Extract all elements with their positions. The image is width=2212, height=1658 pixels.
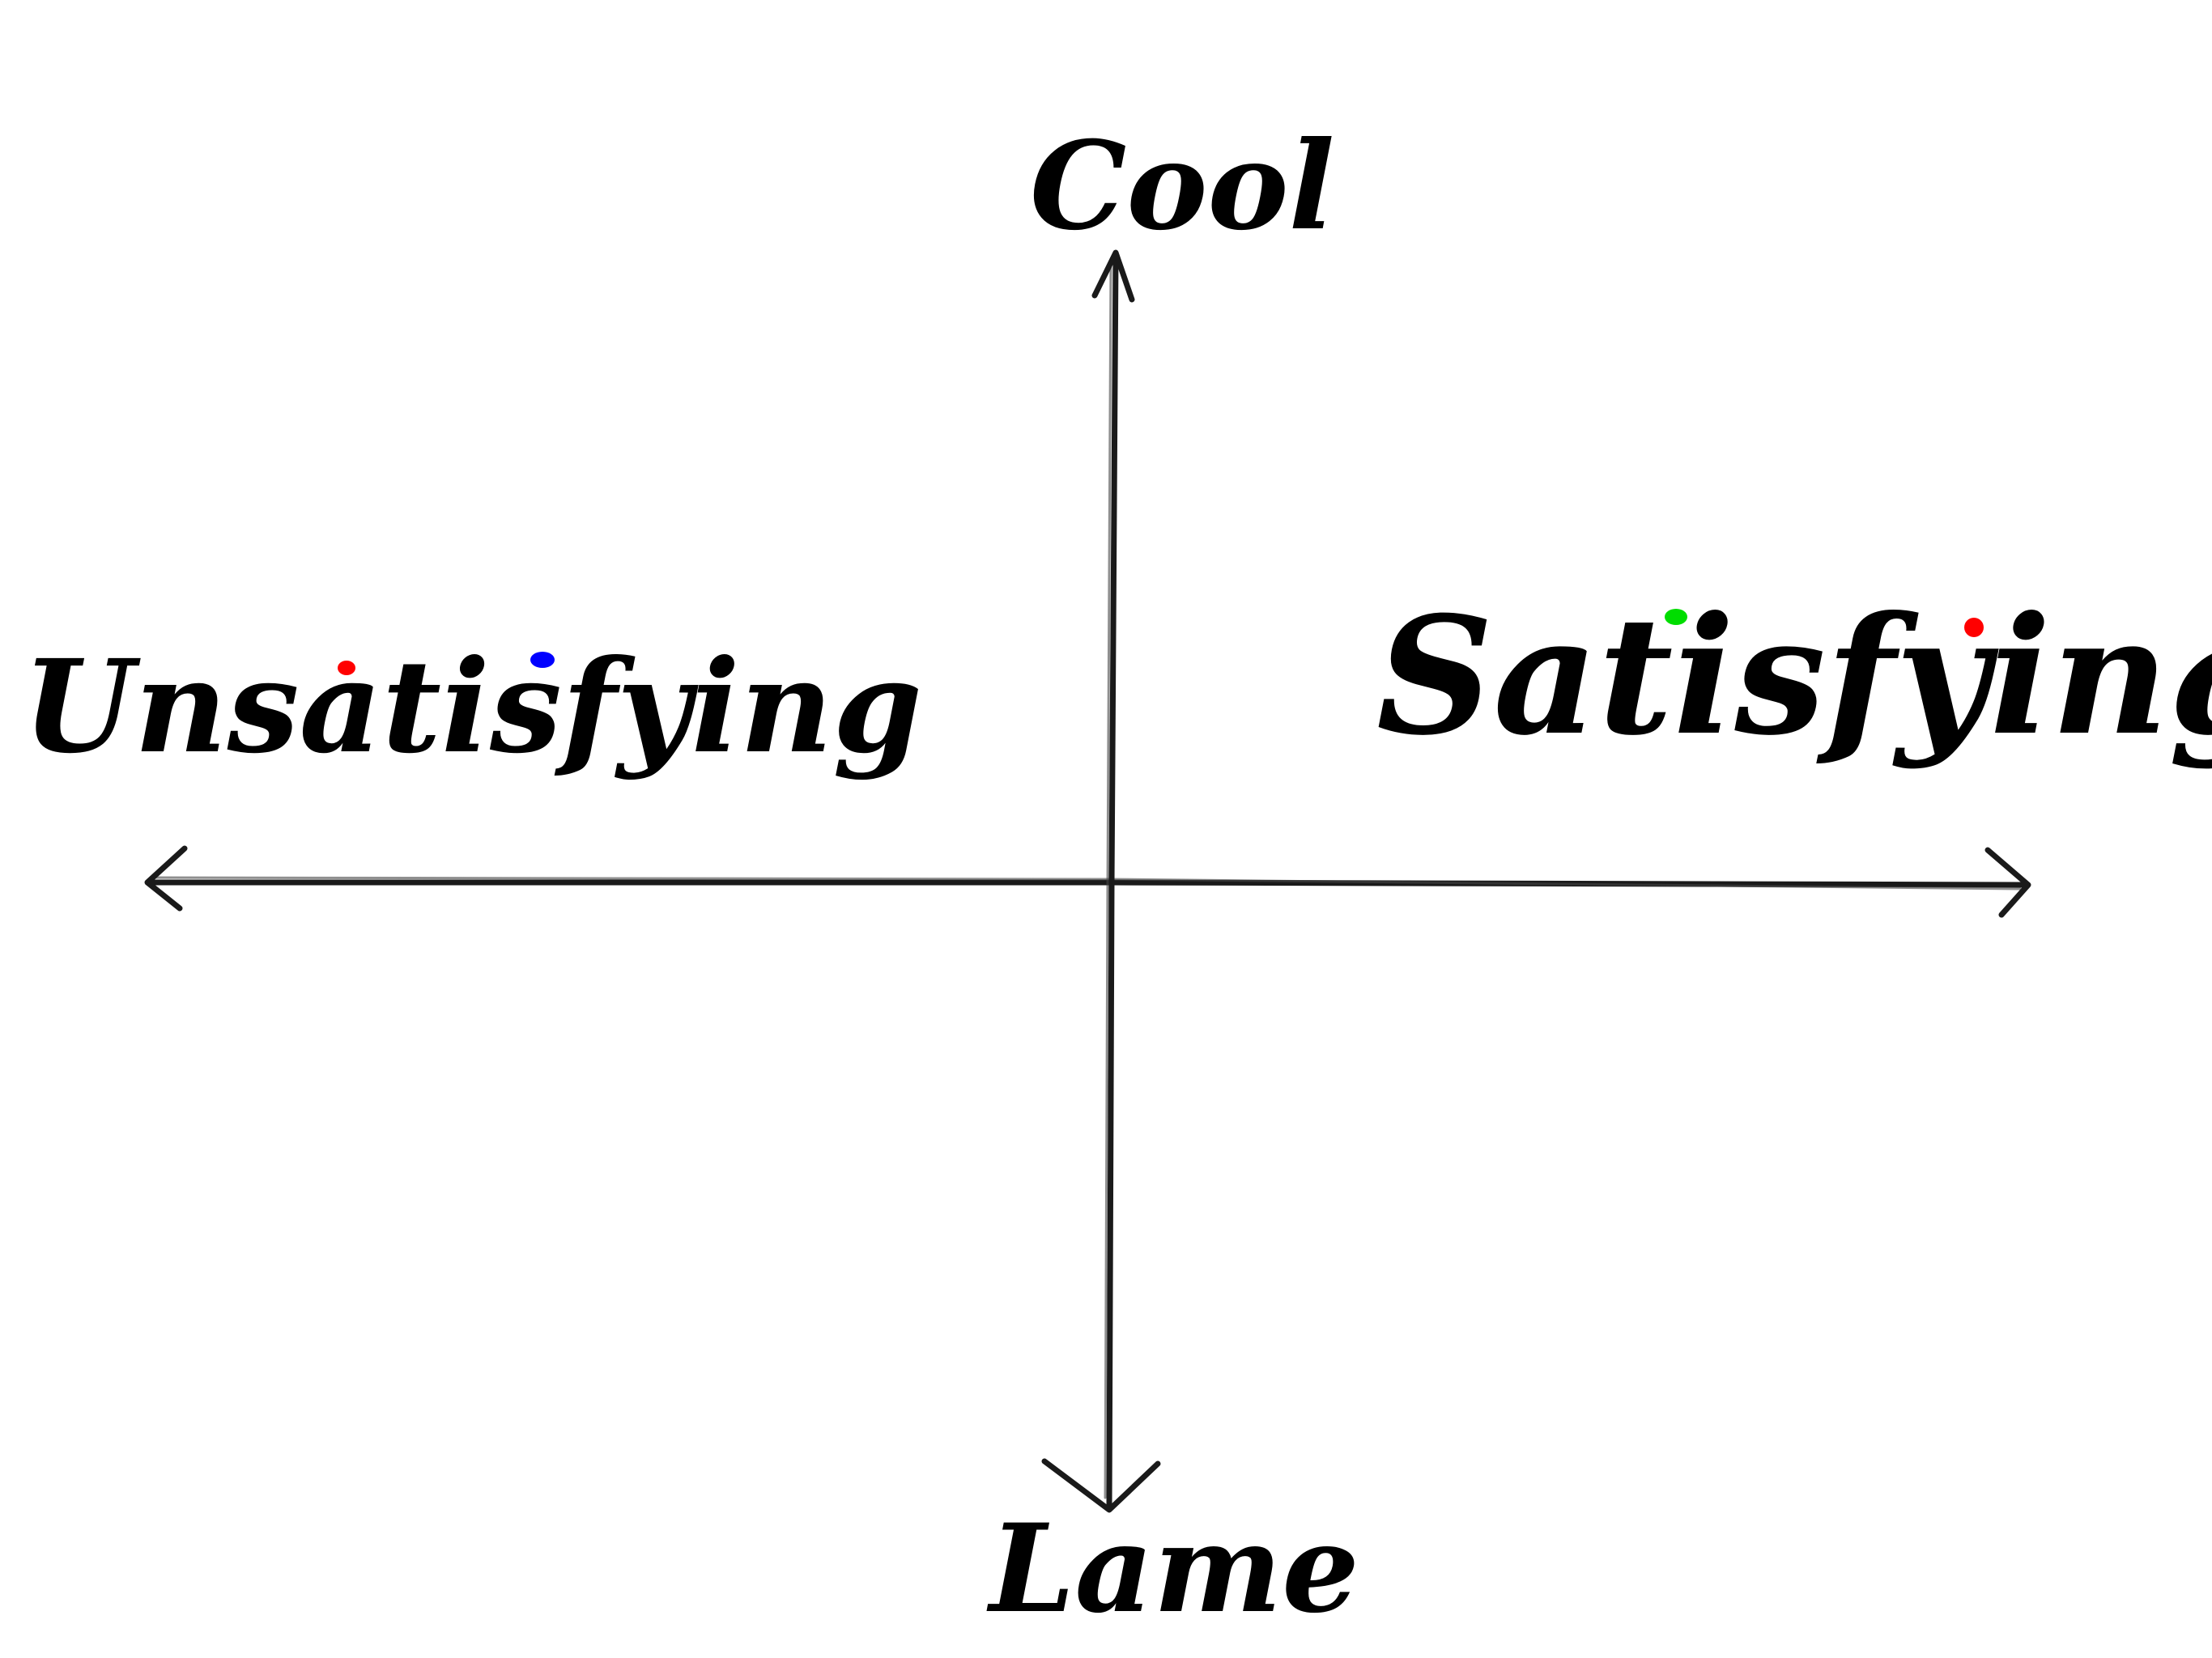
label-top-cool: Cool <box>1030 115 1334 257</box>
label-left-unsatisfying: Unsatisfying <box>23 632 922 782</box>
label-bottom-lame: Lame <box>986 1498 1359 1640</box>
label-right-satisfying: Satisfying <box>1376 581 2212 772</box>
dot-green-satisfying <box>1665 609 1687 625</box>
vertical-axis <box>1041 249 1161 1513</box>
top-arrowhead <box>1091 249 1135 303</box>
bottom-arrowhead <box>1041 1458 1161 1513</box>
dot-red-satisfying <box>1964 618 1984 637</box>
horizontal-axis <box>144 845 2031 918</box>
dot-red-unsatisfying <box>338 661 355 675</box>
left-arrowhead <box>144 845 188 912</box>
right-arrowhead <box>1984 847 2031 918</box>
dot-blue-unsatisfying <box>530 652 555 668</box>
